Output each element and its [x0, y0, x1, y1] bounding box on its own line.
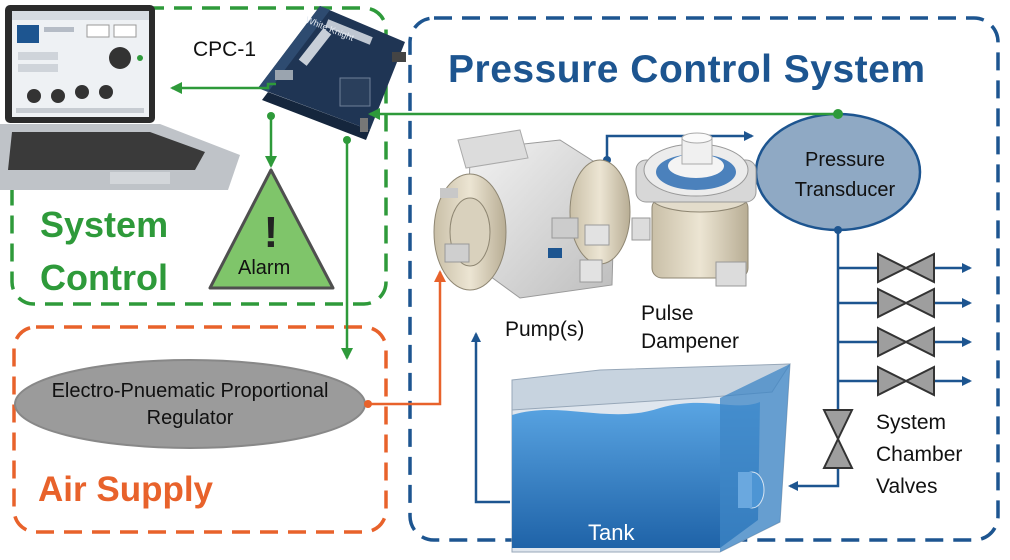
pump-label: Pump(s) [505, 318, 585, 341]
link-dot-alarm [267, 112, 275, 120]
dampener-label: Pulse Dampener [641, 302, 740, 353]
system-control-box [10, 6, 388, 306]
regulator-label: Electro-Pnuematic Proportional Regulator [51, 380, 329, 429]
laptop-icon [0, 5, 240, 190]
controller-board-icon [258, 6, 406, 140]
valve-icon [822, 252, 935, 469]
cpc-label: CPC-1 [193, 38, 257, 61]
transducer-label: Pressure Transducer [794, 149, 896, 201]
tank-label: Tank [588, 520, 635, 545]
alarm-label: Alarm [238, 257, 291, 279]
link-dot-transducer [833, 109, 843, 119]
line-valve-to-tank [788, 468, 840, 491]
link-dot-air [364, 400, 372, 408]
alarm-symbol: ! [264, 208, 279, 257]
link-regulator-to-pump [368, 270, 446, 406]
line-dot-transducer [834, 226, 842, 234]
tank-icon [511, 363, 791, 553]
link-dot-regulator [343, 136, 351, 144]
alarm-warning-icon [208, 168, 335, 290]
valves-label: System Chamber Valves [876, 411, 963, 498]
system-control-title: System Control [40, 204, 169, 298]
pump-icon [433, 129, 631, 299]
pressure-control-system-title: Pressure Control System [448, 48, 926, 91]
pulse-dampener-icon [631, 132, 757, 287]
link-controller-to-laptop [170, 82, 276, 94]
line-tank-to-pump [471, 332, 510, 504]
air-supply-title: Air Supply [38, 470, 214, 509]
valve-branches [838, 263, 972, 386]
